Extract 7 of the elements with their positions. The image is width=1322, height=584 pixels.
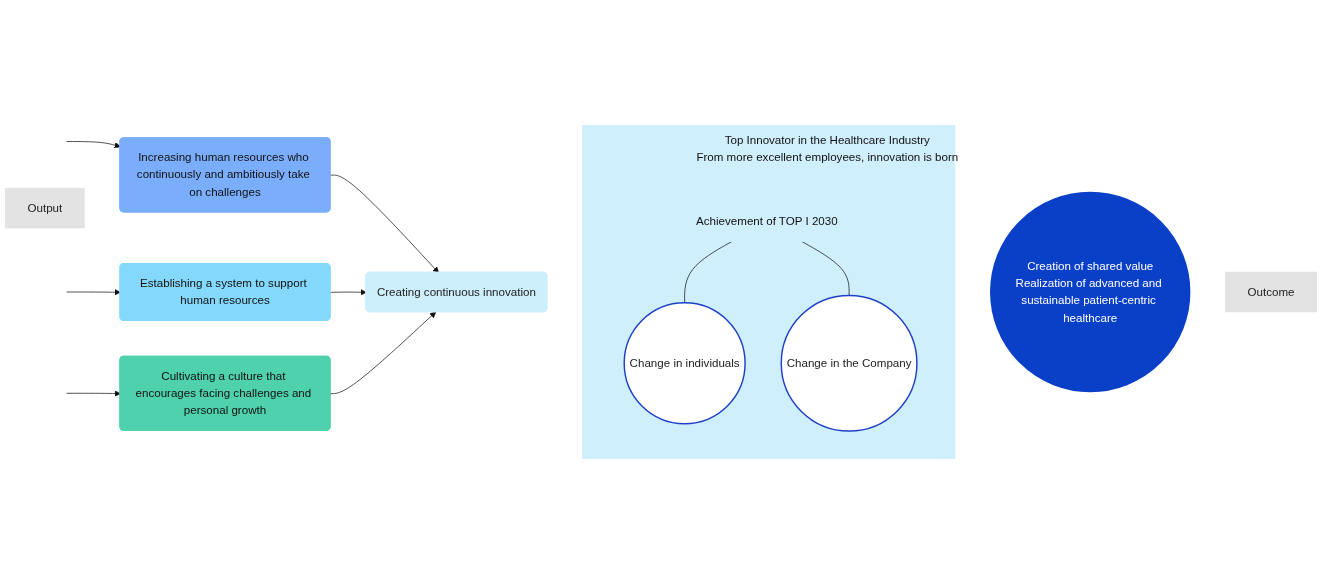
node-circle: Change in individuals	[623, 302, 746, 425]
node-text: Achievement of TOP I 2030	[696, 215, 838, 228]
node-box: Output	[5, 187, 85, 229]
node-circle: Creation of shared value Realization of advanced and sustainable patient-centric healthcare	[990, 191, 1191, 393]
connector	[684, 240, 733, 304]
node-circle: Change in the Company	[780, 294, 918, 432]
node-box: Outcome	[1225, 271, 1317, 313]
